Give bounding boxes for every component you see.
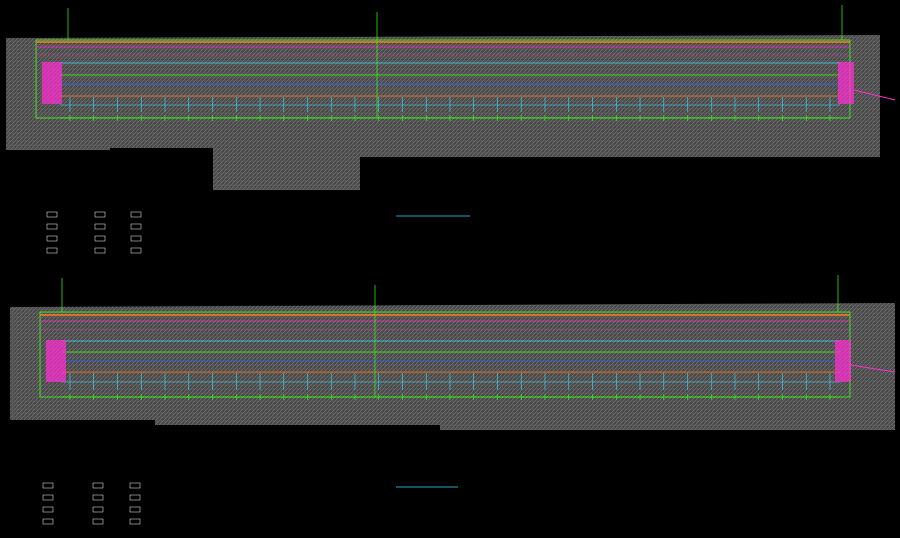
ground-fill bbox=[6, 35, 880, 190]
section-2-profile bbox=[10, 275, 896, 430]
legend-2 bbox=[42, 482, 141, 525]
ground-fill-2 bbox=[10, 303, 895, 430]
legend-1 bbox=[46, 211, 142, 254]
section-1-profile bbox=[6, 5, 896, 190]
